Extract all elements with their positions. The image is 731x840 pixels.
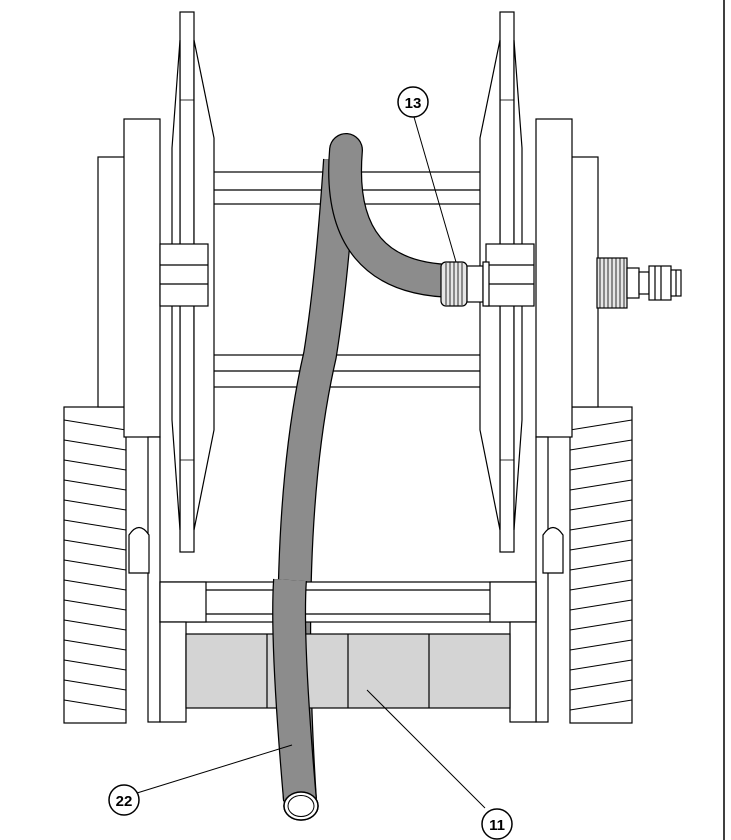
callout-22-label: 22 xyxy=(116,793,133,810)
callout-22: 22 xyxy=(108,744,293,816)
lead-hose-overlay-fill xyxy=(273,578,316,802)
outlet-connector xyxy=(596,257,682,309)
reel-hose-fill xyxy=(329,134,471,297)
callout-11-label: 11 xyxy=(489,817,505,834)
callout-11: 11 xyxy=(366,689,513,840)
right-reel-disc xyxy=(479,11,535,553)
coupling-nut xyxy=(440,261,490,307)
callout-13-label: 13 xyxy=(405,95,422,112)
right-wheel xyxy=(569,406,633,724)
hose-end-cap-inner xyxy=(287,795,315,817)
callout-13: 13 xyxy=(397,86,457,263)
bottom-frame xyxy=(159,581,537,723)
left-reel-disc xyxy=(159,11,215,553)
storage-tray xyxy=(185,633,511,709)
right-side-frame xyxy=(535,118,599,723)
left-wheel xyxy=(63,406,127,724)
left-side-frame xyxy=(97,118,161,723)
